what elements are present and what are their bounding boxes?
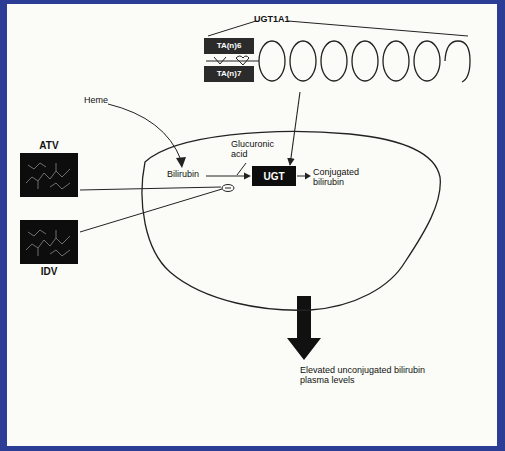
exon-loop [352,41,378,81]
liver-outline: Bilirubin Glucuronic acidConjugated bilir… [135,122,445,312]
inhibition-mark [225,188,231,189]
pathway-arrow [108,104,181,160]
exon-loop [445,41,470,82]
arrow-head [244,173,251,180]
exon-loops [259,41,470,82]
structure-image [20,220,78,264]
inhibition-line [80,187,221,190]
exon-loop [259,41,285,81]
liver-outline [135,122,445,312]
gene-name: UGT1A1 [198,15,290,25]
gene-line [206,60,259,61]
drug-structure: IDV [20,220,78,279]
enzyme-name: UGT [263,171,284,182]
molecule-label: Conjugated bilirubin [313,168,371,188]
exon-loop [414,41,440,81]
drug-structure: ATV [20,138,78,197]
repeat-label: TA(n)6 [217,42,242,51]
result-note: Elevated unconjugated bilirubin plasma l… [300,366,450,386]
promoter-box: TA(n)6 [204,38,254,54]
pathway-arrow [206,176,245,177]
exon-loop [290,41,316,81]
drug-name: ATV [20,138,78,153]
text-holder: Elevated unconjugated bilirubin plasma l… [300,366,450,386]
exon-loop [321,41,347,81]
result-arrow [287,296,321,360]
structure-image [28,230,46,236]
structure-image [20,220,78,264]
structure-image [20,153,78,197]
panel [7,4,497,446]
text-holder: Conjugated bilirubin [313,168,371,188]
molecule-label: Glucuronic acid [231,140,281,160]
structure-image [38,163,56,189]
structure-image [28,163,46,169]
arrow-head [305,173,311,180]
repeat-label: TA(n)7 [217,70,242,79]
bracket-line [208,21,256,36]
structure-image [50,183,70,189]
promoter-box: TA(n)7 [204,66,254,82]
enzyme-box: UGT [252,166,296,186]
drug-name: IDV [20,264,78,279]
gene-mark [214,56,249,65]
pathway-arrow [237,163,246,175]
structure-image [38,230,56,256]
bracket-line [288,21,468,36]
inhibition-line [80,189,222,232]
structure-image [26,236,70,250]
arrow-head [176,157,186,168]
gene-region: UGT1A1TA(n)6TA(n)7 [198,8,478,92]
molecule-label: Bilirubin [167,170,211,180]
text-holder: Glucuronic acid [231,140,281,160]
text-holder: Bilirubin [167,170,211,180]
structure-image [20,153,78,197]
text-holder: Heme [84,96,124,106]
pathway-arrow [297,176,306,177]
structure-image [50,250,70,256]
structure-image [26,169,70,183]
inhibition-mark [222,185,234,192]
regulation-arrow [290,92,300,165]
exon-loop [383,41,409,81]
liver-outline [142,131,440,310]
molecule-label: Heme [84,96,124,106]
